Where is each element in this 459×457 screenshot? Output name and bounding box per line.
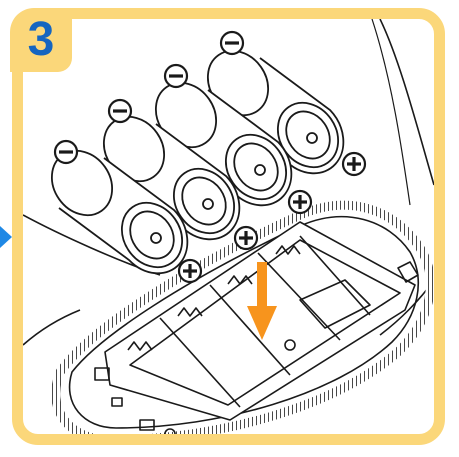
step-number-badge: 3 [10, 8, 72, 72]
plus-icon [233, 225, 259, 251]
battery-icon-3 [154, 81, 293, 207]
plus-icon [177, 258, 203, 284]
batteries-group [50, 49, 345, 275]
insert-arrow-icon [247, 262, 277, 340]
previous-step-arrow-icon [0, 226, 12, 248]
step-number: 3 [27, 13, 55, 66]
battery-icon-1 [50, 149, 189, 275]
plus-icon [341, 151, 367, 177]
minus-icon [219, 30, 245, 56]
minus-icon [107, 98, 133, 124]
device-body-outline [379, 19, 434, 186]
battery-icon-2 [102, 115, 241, 241]
minus-icon [53, 139, 79, 165]
plus-icon [287, 189, 313, 215]
minus-icon [163, 63, 189, 89]
compartment-rim [51, 200, 434, 434]
